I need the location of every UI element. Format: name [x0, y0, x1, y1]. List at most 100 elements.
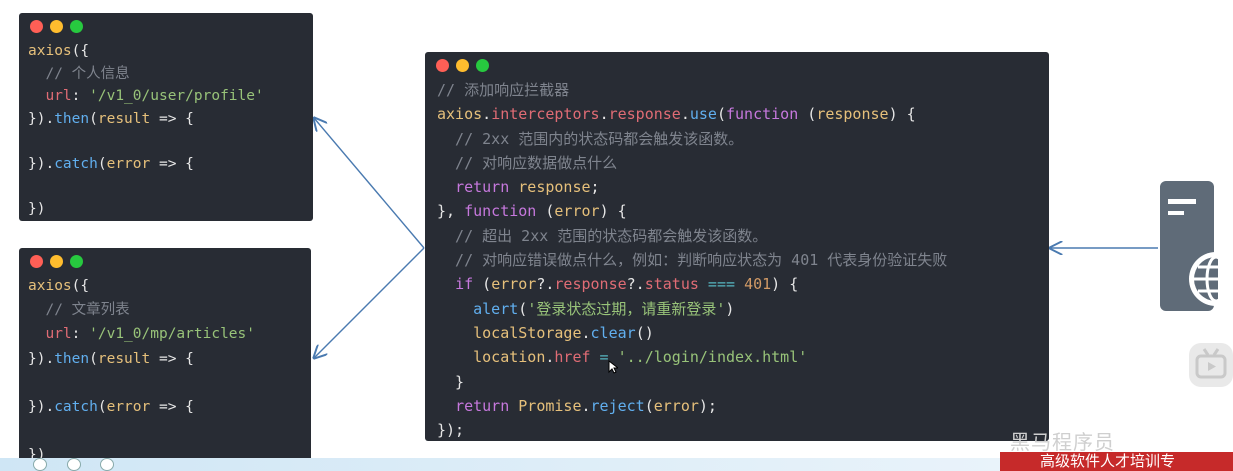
code-token: (): [635, 323, 654, 342]
code-token: error: [106, 155, 151, 172]
close-dot-icon: [30, 255, 43, 268]
code-token: }): [28, 201, 46, 218]
code-block: axios({ // 文章列表 url: '/v1_0/mp/articles'…: [28, 274, 255, 468]
code-token: }).: [28, 155, 55, 172]
code-token: (: [89, 110, 98, 127]
code-token: return: [455, 396, 510, 415]
code-token: result: [97, 350, 151, 367]
more-circle-icon[interactable]: [100, 458, 114, 471]
mouse-cursor-icon: [608, 360, 618, 374]
code-line: // 2xx 范围内的状态码都会触发该函数。: [437, 127, 947, 151]
settings-circle-icon[interactable]: [33, 458, 47, 471]
code-token: },: [437, 202, 465, 221]
code-token: }).: [28, 110, 55, 127]
code-panel-articles: axios({ // 文章列表 url: '/v1_0/mp/articles'…: [19, 248, 311, 471]
code-token: (: [97, 155, 107, 172]
code-token: => {: [150, 399, 194, 416]
maximize-dot-icon: [476, 59, 489, 72]
code-token: error: [106, 399, 151, 416]
code-token: url: [28, 326, 72, 343]
code-token: '../login/index.html': [617, 348, 808, 367]
code-line: [28, 130, 264, 153]
code-token: location: [473, 348, 546, 367]
code-token: ===: [698, 275, 745, 294]
code-token: response: [608, 105, 681, 124]
code-line: return response;: [437, 175, 947, 199]
code-token: .: [545, 348, 555, 367]
code-token: function: [464, 202, 537, 221]
maximize-dot-icon: [70, 20, 83, 33]
code-line: // 个人信息: [28, 63, 264, 86]
code-token: ?.: [536, 275, 555, 294]
code-token: // 个人信息: [28, 65, 130, 82]
code-line: return Promise.reject(error);: [437, 394, 947, 418]
code-line: // 添加响应拦截器: [437, 78, 947, 102]
code-line: }).then(result => {: [28, 347, 255, 371]
code-token: if: [455, 275, 474, 294]
minimize-dot-icon: [50, 255, 63, 268]
code-token: :: [71, 326, 90, 343]
bilibili-tv-icon[interactable]: [1189, 343, 1233, 387]
code-line: axios({: [28, 40, 264, 63]
code-token: '/v1_0/mp/articles': [89, 326, 255, 343]
code-line: url: '/v1_0/user/profile': [28, 85, 264, 108]
code-token: [509, 397, 518, 415]
code-token: .: [680, 105, 690, 124]
code-token: // 超出 2xx 范围的状态码都会触发该函数。: [437, 226, 768, 245]
code-token: then: [54, 350, 90, 367]
code-token: => {: [150, 155, 194, 172]
code-token: ) {: [771, 275, 799, 294]
code-line: axios({: [28, 274, 255, 298]
code-token: status: [644, 275, 699, 294]
code-token: // 文章列表: [28, 302, 130, 319]
code-token: response: [554, 275, 627, 294]
code-token: '/v1_0/user/profile': [89, 88, 264, 105]
code-token: (: [716, 105, 726, 124]
code-token: }).: [28, 399, 55, 416]
code-line: });: [437, 418, 947, 442]
code-token: [437, 275, 455, 293]
code-line: location.href = '../login/index.html': [437, 345, 947, 369]
code-token: reject: [590, 396, 645, 415]
close-dot-icon: [436, 59, 449, 72]
code-token: ;: [590, 178, 600, 197]
search-circle-icon[interactable]: [67, 458, 81, 471]
code-token: // 对响应数据做点什么: [437, 153, 618, 172]
code-panel-user-profile: axios({ // 个人信息 url: '/v1_0/user/profile…: [19, 13, 313, 221]
code-token: then: [54, 110, 90, 127]
code-line: url: '/v1_0/mp/articles': [28, 322, 255, 346]
code-token: .: [581, 396, 591, 415]
code-token: [437, 348, 473, 366]
code-token: }).: [28, 350, 55, 367]
code-token: error: [653, 396, 699, 415]
code-token: // 对响应错误做点什么，例如：判断响应状态为 401 代表身份验证失败: [437, 251, 948, 270]
window-controls: [30, 255, 83, 268]
code-token: (: [536, 202, 555, 221]
code-line: }): [28, 198, 264, 221]
code-token: .: [581, 323, 591, 342]
code-line: // 文章列表: [28, 298, 255, 322]
code-token: response: [518, 178, 591, 197]
code-token: ) {: [599, 202, 627, 221]
code-line: // 对响应错误做点什么，例如：判断响应状态为 401 代表身份验证失败: [437, 248, 947, 272]
code-token: clear: [590, 323, 636, 342]
maximize-dot-icon: [70, 255, 83, 268]
code-token: function: [726, 105, 799, 124]
code-token: => {: [150, 350, 194, 367]
code-line: }).catch(error => {: [28, 153, 264, 176]
code-line: }).catch(error => {: [28, 395, 255, 419]
code-token: => {: [150, 110, 194, 127]
code-token: error: [554, 202, 600, 221]
code-token: response: [816, 105, 889, 124]
code-token: (: [97, 399, 107, 416]
code-line: }, function (error) {: [437, 199, 947, 223]
minimize-dot-icon: [50, 20, 63, 33]
code-token: use: [689, 105, 717, 124]
code-token: (: [518, 299, 528, 318]
code-token: '登录状态过期，请重新登录': [527, 299, 726, 318]
code-line: }: [437, 370, 947, 394]
player-control-strip: [0, 458, 1000, 471]
